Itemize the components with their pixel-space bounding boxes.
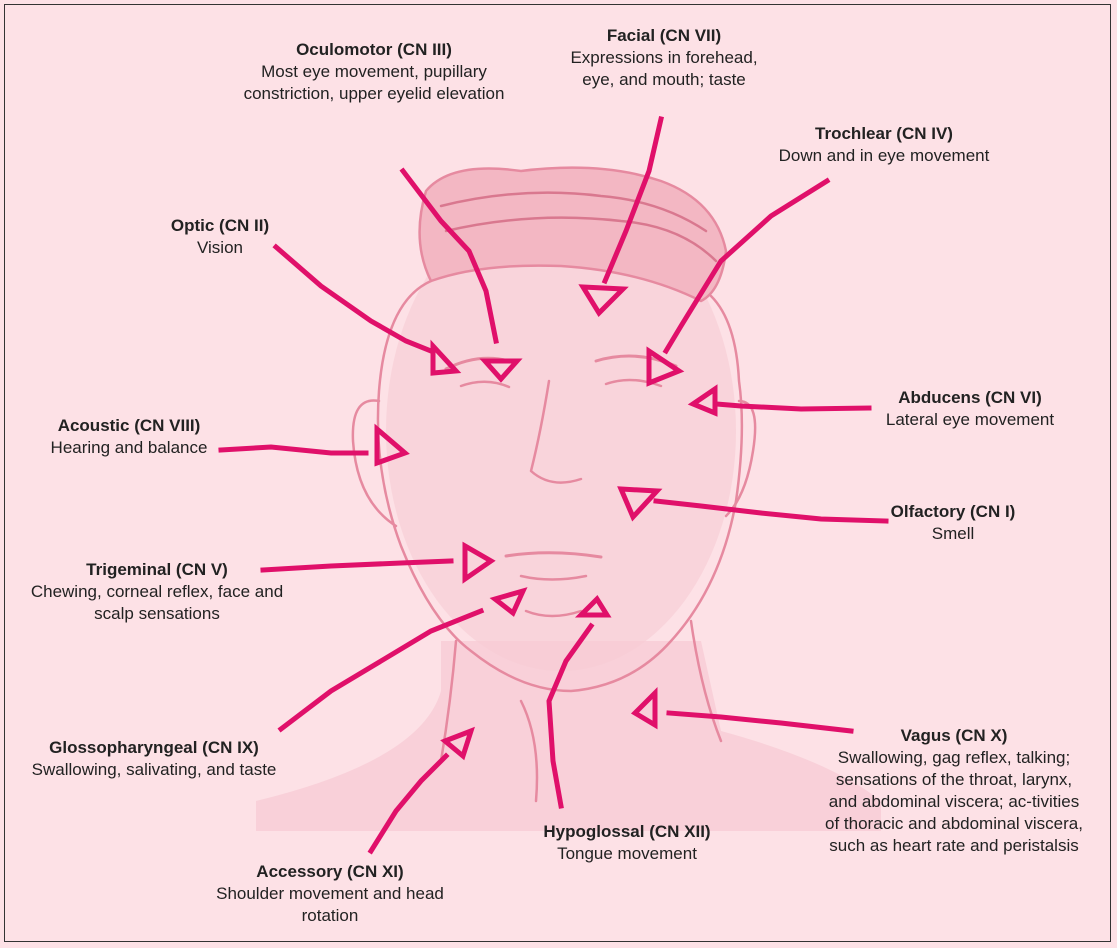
label-acoustic: Acoustic (CN VIII) Hearing and balance [31,415,227,459]
nerve-function: Lateral eye movement [865,409,1075,431]
nerve-function: Most eye movement, pupillary constrictio… [239,61,509,105]
label-accessory: Accessory (CN XI) Shoulder movement and … [200,861,460,927]
label-vagus: Vagus (CN X) Swallowing, gag reflex, tal… [823,725,1085,857]
arrow-acoustic [221,447,366,453]
label-abducens: Abducens (CN VI) Lateral eye movement [865,387,1075,431]
label-hypoglossal: Hypoglossal (CN XII) Tongue movement [517,821,737,865]
nerve-function: Swallowing, gag reflex, talking; sensati… [823,747,1085,857]
nerve-function: Swallowing, salivating, and taste [23,759,285,781]
nerve-name: Trigeminal (CN V) [19,559,295,581]
nerve-name: Oculomotor (CN III) [239,39,509,61]
nerve-name: Vagus (CN X) [823,725,1085,747]
nerve-function: Smell [873,523,1033,545]
nerve-function: Vision [145,237,295,259]
nerve-function: Expressions in forehead, eye, and mouth;… [553,47,775,91]
nerve-name: Facial (CN VII) [553,25,775,47]
nerve-name: Hypoglossal (CN XII) [517,821,737,843]
label-trigeminal: Trigeminal (CN V) Chewing, corneal refle… [19,559,295,625]
nerve-name: Glossopharyngeal (CN IX) [23,737,285,759]
label-optic: Optic (CN II) Vision [145,215,295,259]
diagram-frame: Oculomotor (CN III) Most eye movement, p… [4,4,1111,942]
nerve-function: Shoulder movement and head rotation [200,883,460,927]
nerve-function: Tongue movement [517,843,737,865]
nerve-name: Abducens (CN VI) [865,387,1075,409]
label-glossopharyngeal: Glossopharyngeal (CN IX) Swallowing, sal… [23,737,285,781]
nerve-function: Down and in eye movement [759,145,1009,167]
nerve-name: Olfactory (CN I) [873,501,1033,523]
label-trochlear: Trochlear (CN IV) Down and in eye moveme… [759,123,1009,167]
face-drawing [256,168,881,831]
nerve-name: Optic (CN II) [145,215,295,237]
label-oculomotor: Oculomotor (CN III) Most eye movement, p… [239,39,509,105]
label-olfactory: Olfactory (CN I) Smell [873,501,1033,545]
nerve-name: Trochlear (CN IV) [759,123,1009,145]
nerve-function: Hearing and balance [31,437,227,459]
nerve-name: Accessory (CN XI) [200,861,460,883]
label-facial: Facial (CN VII) Expressions in forehead,… [553,25,775,91]
arrow-abducens [716,404,869,409]
nerve-name: Acoustic (CN VIII) [31,415,227,437]
nerve-function: Chewing, corneal reflex, face and scalp … [19,581,295,625]
